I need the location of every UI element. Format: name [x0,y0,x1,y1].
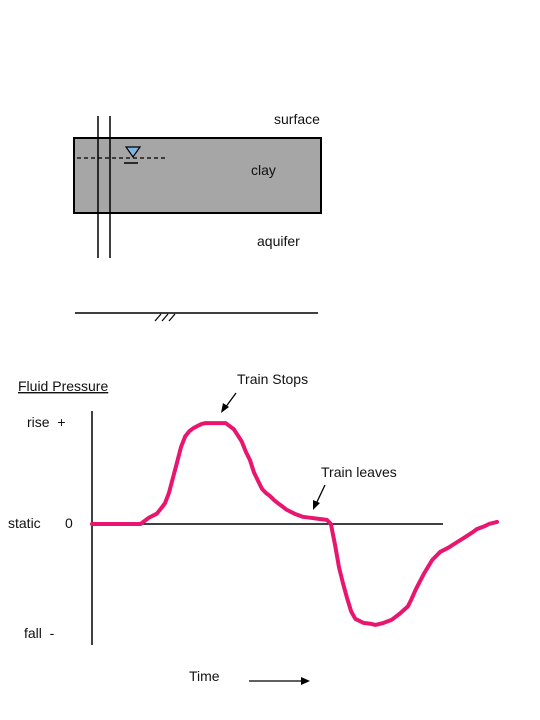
time-arrow [249,677,310,685]
fluid-pressure-series [90,421,499,627]
aquifer-label: aquifer [257,233,300,249]
water-table-icon [124,146,142,159]
clay-label: clay [251,162,276,178]
x-axis-label: Time [189,668,220,684]
clay-layer [73,137,322,214]
y-tick-zero: 0 [65,515,73,531]
chart-title: Fluid Pressure [18,378,108,394]
y-tick-static: static [8,515,41,531]
train-leaves-arrow [313,484,326,510]
surface-label: surface [274,111,320,127]
train-stops-arrow [221,392,237,413]
y-tick-fall: fall - [24,625,55,641]
y-tick-rise: rise + [27,414,66,430]
annotation-train-leaves: Train leaves [321,464,397,480]
bedrock-hatch-icon [154,313,176,322]
annotation-train-stops: Train Stops [237,371,308,387]
